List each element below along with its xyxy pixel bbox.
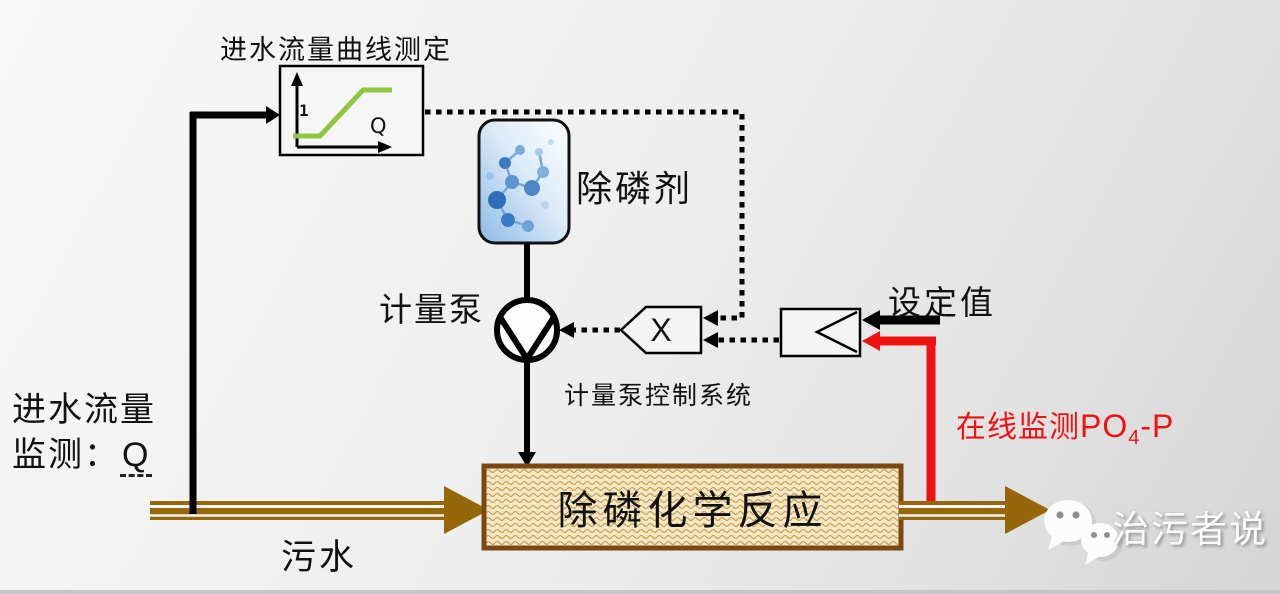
setpoint-arrow xyxy=(862,310,940,330)
online-monitoring-prefix: 在线监测 xyxy=(956,411,1080,444)
multiplier-output-dotted-line xyxy=(559,322,620,338)
inflow-symbol: Q xyxy=(120,436,153,477)
measured-value-red-line xyxy=(862,331,936,503)
reaction-tank-label: 除磷化学反应 xyxy=(557,488,828,533)
watermark-label: 治污者说 xyxy=(1112,510,1268,551)
flow-curve-title: 进水流量曲线测定 xyxy=(220,35,452,65)
sewage-label: 污水 xyxy=(281,538,358,577)
inflow-monitor-line2-prefix: 监测： xyxy=(12,437,120,474)
inflow-monitor-line2: 监测：Q xyxy=(12,433,156,478)
molecule-graphic xyxy=(486,139,554,232)
feedforward-dotted-line xyxy=(425,109,745,326)
online-monitoring-label: 在线监测PO4-P xyxy=(956,402,1174,450)
metering-pump-label: 计量泵 xyxy=(379,293,484,329)
flow-signal-line xyxy=(189,106,280,514)
chemical-agent-label: 除磷剂 xyxy=(576,169,694,209)
metering-pump-icon xyxy=(494,243,560,467)
flow-curve-box xyxy=(278,64,425,157)
setpoint-label: 设定值 xyxy=(888,286,996,322)
wechat-icon xyxy=(1044,500,1123,565)
multiplier-label: X xyxy=(650,311,672,348)
curve-x-axis-label: Q xyxy=(370,114,387,138)
multiplier-block xyxy=(619,305,703,355)
phosphorus-agent-image xyxy=(477,118,571,245)
outlet-pipe-arrow xyxy=(1005,486,1050,534)
slide-bottom-edge xyxy=(0,590,1280,594)
inflow-monitor-label: 进水流量 监测：Q xyxy=(12,388,156,478)
online-monitoring-formula: PO xyxy=(1080,408,1129,444)
comparator-triangle-icon xyxy=(814,310,858,354)
outlet-pipe xyxy=(899,486,1050,534)
inlet-pipe xyxy=(150,486,489,534)
control-system-label: 计量泵控制系统 xyxy=(564,383,754,410)
online-monitoring-suffix: -P xyxy=(1140,408,1175,444)
dosing-curve xyxy=(293,87,392,139)
inflow-monitor-line1: 进水流量 xyxy=(12,392,156,429)
comparator-output-dotted-line xyxy=(703,332,779,348)
comparator-block xyxy=(779,307,862,358)
inlet-pipe-arrow xyxy=(444,486,489,534)
curve-y-tick: 1 xyxy=(299,101,309,120)
online-monitoring-subscript: 4 xyxy=(1128,427,1141,449)
